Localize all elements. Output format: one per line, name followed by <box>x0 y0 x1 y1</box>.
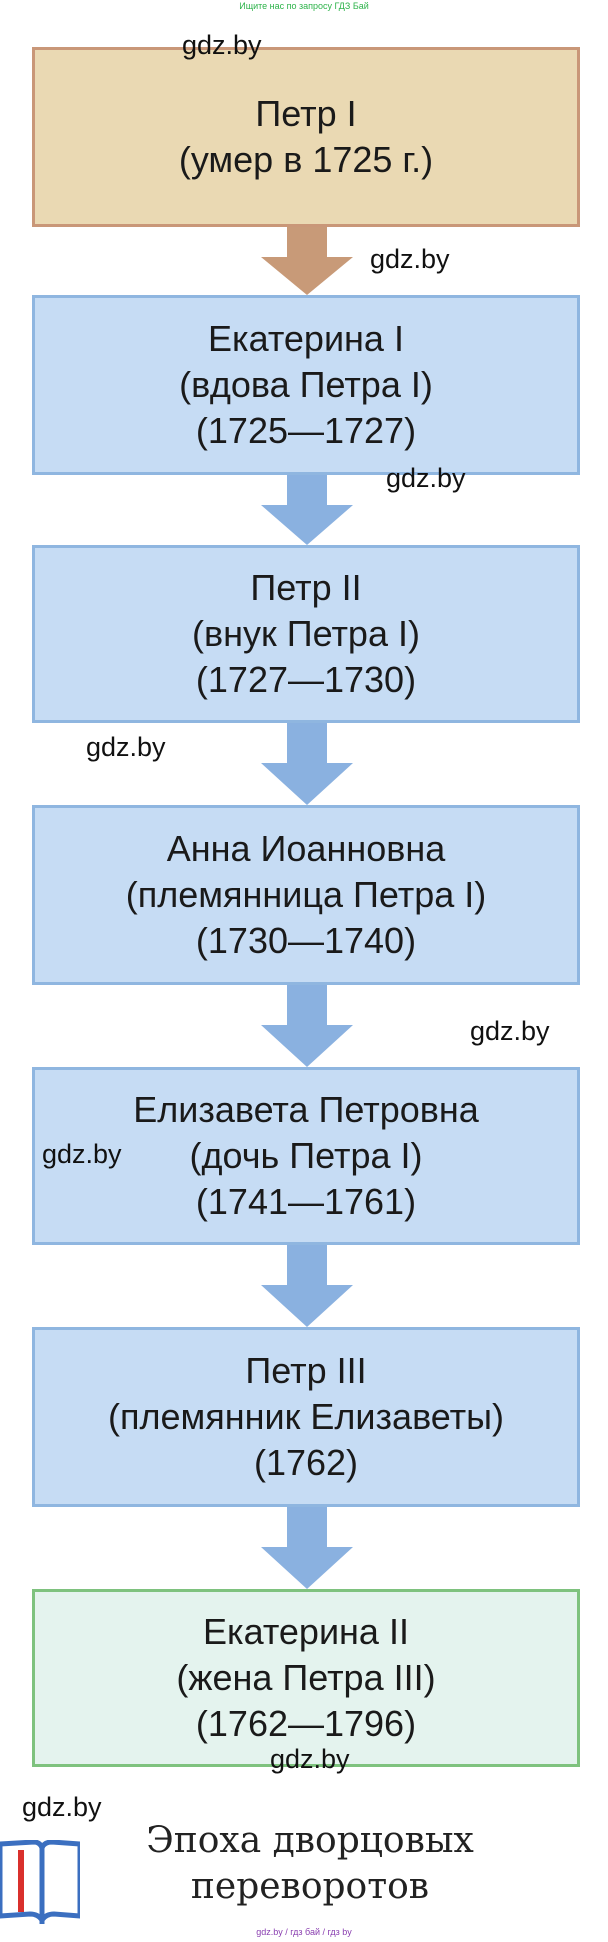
box-line: (1725—1727) <box>195 410 417 451</box>
box-line: (1730—1740) <box>195 920 417 961</box>
box-line: (дочь Петра I) <box>189 1135 423 1176</box>
arrow-down-icon <box>261 985 353 1067</box>
box-elizabeth-petrovna: Елизавета Петровна (дочь Петра I) (1741—… <box>32 1067 580 1245</box>
box-line: (внук Петра I) <box>192 613 420 654</box>
arrow-down-icon <box>261 1507 353 1589</box>
box-line: (племянница Петра I) <box>125 874 487 915</box>
footer-note: gdz.by / гдз бай / гдз by <box>256 1927 352 1937</box>
box-line: (умер в 1725 г.) <box>178 139 434 180</box>
box-line: (племянник Елизаветы) <box>108 1396 504 1437</box>
box-line: (1762—1796) <box>195 1703 417 1744</box>
box-line: (вдова Петра I) <box>179 364 433 405</box>
watermark: gdz.by <box>42 1139 122 1169</box>
watermark: gdz.by <box>86 732 166 762</box>
box-peter-ii: Петр II (внук Петра I) (1727—1730) <box>32 545 580 723</box>
arrow-down-icon <box>261 227 353 295</box>
watermark: gdz.by <box>182 30 262 60</box>
box-anna-ioannovna: Анна Иоанновна (племянница Петра I) (173… <box>32 805 580 985</box>
box-line: Екатерина I <box>208 318 404 359</box>
box-peter-iii: Петр III (племянник Елизаветы) (1762) <box>32 1327 580 1507</box>
box-line: (1741—1761) <box>195 1181 417 1222</box>
box-peter-i: Петр I (умер в 1725 г.) <box>32 47 580 227</box>
arrow-down-icon <box>261 475 353 545</box>
watermark: gdz.by <box>22 1792 102 1822</box>
box-catherine-ii: Екатерина II (жена Петра III) (1762—1796… <box>32 1589 580 1767</box>
box-line: (жена Петра III) <box>176 1657 436 1698</box>
box-line: (1762) <box>253 1442 359 1483</box>
box-line: Анна Иоанновна <box>166 828 446 869</box>
caption-line-1: Эпоха дворцовых <box>146 1820 474 1861</box>
box-line: Петр II <box>250 567 362 608</box>
watermark: gdz.by <box>470 1016 550 1046</box>
header-note: Ищите нас по запросу ГДЗ Бай <box>239 1 369 11</box>
box-catherine-i: Екатерина I (вдова Петра I) (1725—1727) <box>32 295 580 475</box>
arrow-down-icon <box>261 1245 353 1327</box>
watermark: gdz.by <box>370 244 450 274</box>
box-line: Елизавета Петровна <box>133 1089 479 1130</box>
book-icon <box>0 1839 83 1929</box>
watermark: gdz.by <box>270 1744 350 1774</box>
box-line: (1727—1730) <box>195 659 417 700</box>
arrow-down-icon <box>261 723 353 805</box>
caption-line-2: переворотов <box>190 1866 430 1907</box>
box-line: Петр III <box>245 1350 367 1391</box>
watermark: gdz.by <box>386 463 466 493</box>
box-line: Петр I <box>255 93 357 134</box>
box-line: Екатерина II <box>203 1611 409 1652</box>
